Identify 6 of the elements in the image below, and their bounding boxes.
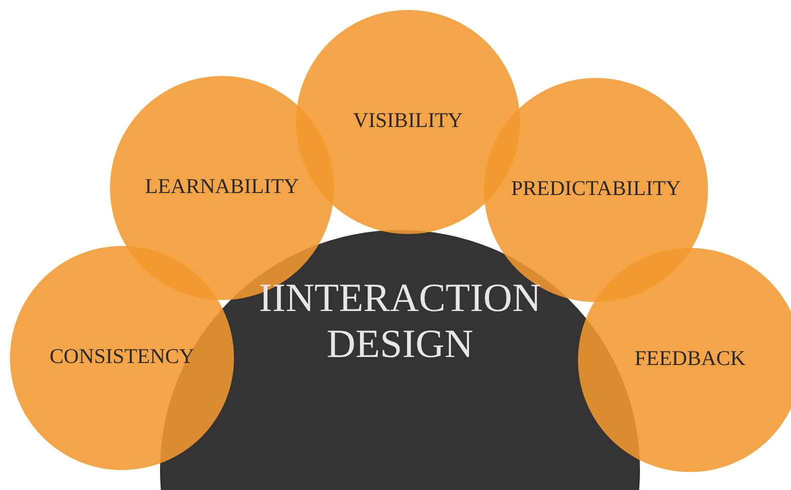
circle-label: PREDICTABILITY bbox=[510, 176, 682, 201]
circle-label: VISIBILITY bbox=[352, 108, 464, 133]
circle-label: FEEDBACK bbox=[634, 346, 746, 371]
center-title: IINTERACTION DESIGN bbox=[258, 275, 542, 367]
circle-label: LEARNABILITY bbox=[144, 174, 300, 199]
circle-label: CONSISTENCY bbox=[48, 344, 196, 369]
